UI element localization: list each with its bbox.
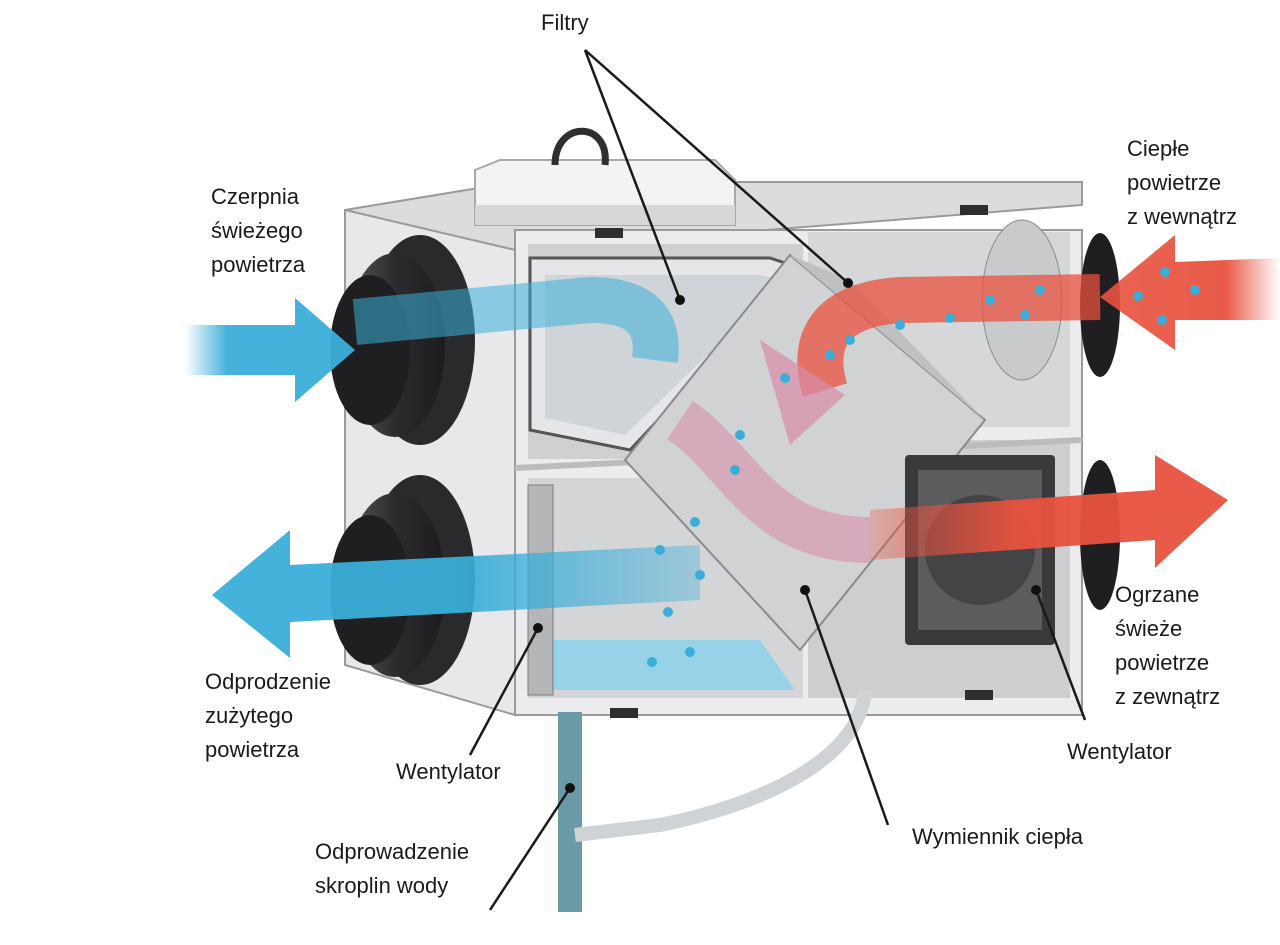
- label-condensate-line1: Odprowadzenie: [315, 839, 470, 864]
- label-heated-fresh-line3: powietrze: [1115, 650, 1210, 675]
- label-exhaust-line3: powietrza: [205, 737, 300, 762]
- label-fan-left-text: Wentylator: [396, 759, 501, 784]
- heated-fresh-air-out-arrow: [666, 400, 1228, 568]
- label-fan-left: Wentylator: [396, 755, 501, 789]
- label-exhaust: Odprodzenie zużytego powietrza: [205, 665, 331, 767]
- label-heated-fresh: Ogrzane świeże powietrze z zewnątrz: [1115, 578, 1220, 714]
- label-fresh-intake-line1: Czerpnia: [211, 184, 300, 209]
- label-warm-inside-line3: z wewnątrz: [1127, 204, 1238, 229]
- leader-dots: [533, 278, 1041, 793]
- label-exhaust-line1: Odprodzenie: [205, 669, 331, 694]
- warm-air-in-arrow: [760, 235, 1280, 445]
- label-heat-exchanger-text: Wymiennik ciepła: [912, 824, 1083, 849]
- label-condensate-line2: skroplin wody: [315, 873, 449, 898]
- label-heated-fresh-line4: z zewnątrz: [1115, 684, 1221, 709]
- label-fresh-intake-line2: świeżego: [211, 218, 303, 243]
- label-warm-inside-line1: Ciepłe: [1127, 136, 1190, 161]
- label-fan-right-text: Wentylator: [1067, 739, 1172, 764]
- label-heated-fresh-line1: Ogrzane: [1115, 582, 1200, 607]
- exhaust-air-out-arrow: [212, 530, 700, 658]
- label-filters-text: Filtry: [541, 10, 589, 35]
- fresh-air-in-arrow: [185, 276, 679, 402]
- label-fresh-intake-line3: powietrza: [211, 252, 306, 277]
- label-condensate: Odprowadzenie skroplin wody: [315, 835, 469, 903]
- label-fan-right: Wentylator: [1067, 735, 1172, 769]
- label-exhaust-line2: zużytego: [205, 703, 294, 728]
- label-fresh-intake: Czerpnia świeżego powietrza: [211, 180, 305, 282]
- label-filters: Filtry: [541, 6, 589, 40]
- label-warm-inside: Ciepłe powietrze z wewnątrz: [1127, 132, 1237, 234]
- leader-lines: [468, 49, 1087, 911]
- label-warm-inside-line2: powietrze: [1127, 170, 1222, 195]
- label-heat-exchanger: Wymiennik ciepła: [912, 820, 1083, 854]
- condensate-drain: [558, 689, 872, 912]
- label-heated-fresh-line2: świeże: [1115, 616, 1183, 641]
- water-droplets: [647, 267, 1200, 667]
